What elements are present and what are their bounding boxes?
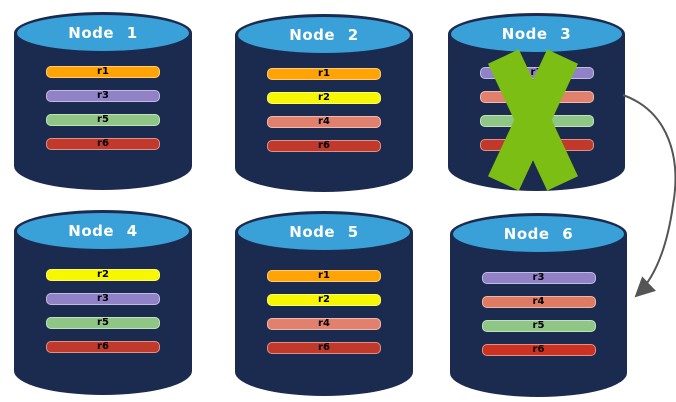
replica-label: r3: [532, 272, 545, 283]
node-cylinder-1: Node 1 r1 r3 r5 r6: [14, 12, 192, 190]
replica-bar: r6: [481, 344, 596, 356]
cylinder-body: [235, 35, 413, 192]
replica-label: r3: [97, 90, 109, 101]
cylinder-top: Node 2: [235, 14, 413, 56]
replica-label: r2: [97, 269, 109, 280]
replica-bar: r3: [46, 293, 160, 305]
replica-bar: r6: [267, 140, 381, 152]
cylinder-top: Node 3: [448, 13, 625, 55]
replica-label: r1: [318, 270, 330, 281]
replica-bar: r6: [46, 341, 160, 353]
node-cylinder-4: Node 4 r2 r3 r5 r6: [14, 210, 192, 395]
replica-bar: r5: [46, 114, 160, 126]
replica-label: r5: [532, 320, 545, 331]
failure-x-icon: [487, 49, 578, 191]
replica-label: r4: [532, 296, 545, 307]
node-title: Node 1: [68, 24, 138, 42]
replica-bar: r3: [481, 272, 596, 284]
cylinder-top: Node 4: [14, 210, 192, 252]
replica-bar: r6: [267, 342, 381, 354]
cylinder-top: Node 6: [450, 213, 627, 255]
replica-bar: r4: [481, 296, 596, 308]
replica-label: r5: [97, 317, 109, 328]
replica-bar-list: r2 r3 r5 r6: [14, 269, 192, 353]
replica-bar-list: r1 r3 r5 r6: [14, 66, 192, 150]
replica-bar: r1: [46, 66, 160, 78]
replica-label: r4: [318, 318, 330, 329]
replica-label: r5: [97, 114, 109, 125]
replica-bar: r2: [267, 92, 381, 104]
node-cylinder-2: Node 2 r1 r2 r4 r6: [235, 14, 413, 192]
replica-label: r6: [318, 140, 330, 151]
replica-bar-list: r3 r4 r5 r6: [450, 272, 627, 356]
replica-bar: r4: [267, 116, 381, 128]
cylinder-top: Node 1: [14, 12, 192, 54]
replica-bar: r3: [46, 90, 160, 102]
replica-label: r1: [318, 68, 330, 79]
failover-arrow-path: [622, 94, 676, 298]
replica-label: r6: [318, 342, 330, 353]
replica-bar: r5: [481, 320, 596, 332]
replica-label: r2: [318, 92, 330, 103]
node-cylinder-6: Node 6 r3 r4 r5 r6: [450, 213, 627, 397]
replica-label: r6: [97, 138, 109, 149]
replica-bar: r2: [46, 269, 160, 281]
replica-bar: r4: [267, 318, 381, 330]
replica-label: r3: [97, 293, 109, 304]
replica-bar: r5: [46, 317, 160, 329]
replica-bar: r2: [267, 294, 381, 306]
replica-bar: r1: [267, 270, 381, 282]
replica-label: r6: [532, 344, 545, 355]
cylinder-body: [450, 234, 627, 397]
node-title: Node 5: [289, 223, 359, 241]
replica-bar-list: r1 r2 r4 r6: [235, 68, 413, 152]
cylinder-body: [14, 231, 192, 395]
replica-label: r4: [318, 116, 330, 127]
node-title: Node 2: [289, 26, 359, 44]
node-cylinder-3: Node 3 r3 r4 r5 r6: [448, 13, 625, 191]
replica-bar-list: r1 r2 r4 r6: [235, 270, 413, 354]
node-title: Node 3: [501, 25, 572, 43]
node-title: Node 4: [68, 222, 138, 240]
cylinder-top: Node 5: [235, 211, 413, 253]
cylinder-body: [235, 232, 413, 396]
replica-label: r1: [97, 66, 109, 77]
replica-label: r6: [97, 341, 109, 352]
replica-label: r2: [318, 294, 330, 305]
replica-bar: r1: [267, 68, 381, 80]
node-title: Node 6: [503, 225, 574, 243]
replica-bar: r6: [46, 138, 160, 150]
node-cylinder-5: Node 5 r1 r2 r4 r6: [235, 211, 413, 396]
cylinder-body: [14, 33, 192, 190]
